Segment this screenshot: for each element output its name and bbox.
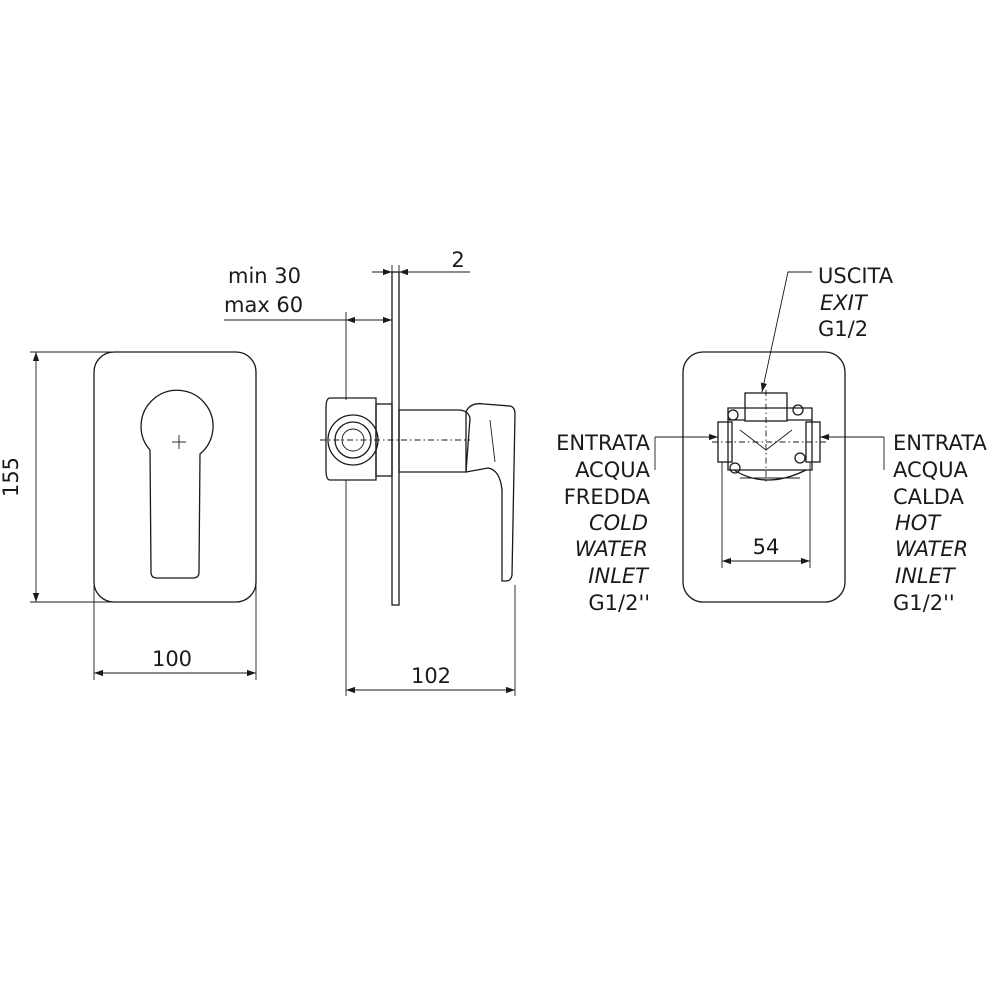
thickness-label: 2 — [451, 248, 464, 272]
hot-inlet-thread: G1/2'' — [893, 591, 955, 615]
front-width-label: 100 — [152, 647, 192, 671]
front-height-label: 155 — [0, 457, 23, 497]
cold-inlet-thread: G1/2'' — [588, 591, 650, 615]
side-valve-body — [325, 397, 377, 481]
rear-view: USCITA EXIT G1/2 ENTRATA ACQUA FREDDA CO… — [556, 264, 987, 615]
side-view: 2 min 30 max 60 102 — [224, 248, 516, 696]
total-depth-label: 102 — [411, 664, 451, 688]
cold-inlet-label-2: ACQUA — [575, 458, 651, 482]
hot-inlet-label-1: ENTRATA — [893, 431, 987, 455]
rear-t-joint — [739, 429, 793, 451]
side-lever-inner-edge — [489, 419, 496, 463]
front-lever-handle — [140, 389, 214, 579]
outlet-thread: G1/2 — [818, 317, 868, 341]
outlet-label-en: EXIT — [820, 291, 869, 315]
hot-inlet-label-2: ACQUA — [893, 458, 969, 482]
cold-inlet-label-3: FREDDA — [564, 485, 651, 509]
rear-mount-hole-low-left — [729, 462, 741, 474]
side-cartridge — [398, 409, 471, 473]
spacing-label: 54 — [753, 535, 780, 559]
max-depth-label: max 60 — [224, 293, 303, 317]
rear-lower-base — [733, 469, 807, 481]
cold-inlet-label-1: ENTRATA — [556, 431, 650, 455]
rear-cover-plate — [682, 351, 846, 603]
outlet-leader-line — [760, 271, 812, 393]
front-cover-plate — [93, 351, 257, 603]
side-lever — [465, 403, 516, 582]
hot-inlet-en-2: WATER — [895, 537, 968, 561]
front-view: 155 100 — [0, 351, 257, 680]
cold-inlet-en-2: WATER — [575, 537, 648, 561]
side-cover-plate — [391, 271, 400, 606]
hot-inlet-label-3: CALDA — [893, 485, 965, 509]
hot-inlet-en-1: HOT — [895, 511, 942, 535]
rear-mount-hole-right — [792, 404, 804, 416]
rear-mount-hole-left — [727, 409, 739, 421]
outlet-label-it: USCITA — [818, 264, 894, 288]
hot-inlet-en-3: INLET — [895, 564, 957, 588]
cold-inlet-en-3: INLET — [588, 564, 650, 588]
cold-inlet-en-1: COLD — [589, 511, 648, 535]
rear-mount-hole-low-right — [794, 452, 806, 464]
min-depth-label: min 30 — [228, 264, 301, 288]
rear-valve-body — [727, 407, 813, 471]
